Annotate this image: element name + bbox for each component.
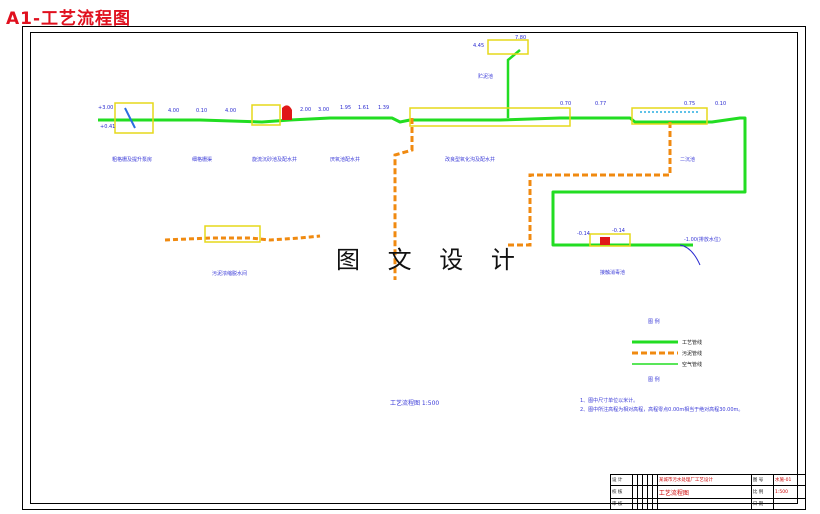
disinfection-red [600, 237, 610, 245]
elev-13: 0.75 [684, 101, 696, 107]
elev-15: 7.80 [515, 35, 527, 41]
label-oxidation: 改良型氧化沟及配水井 [445, 157, 496, 163]
legend-item-process: 工艺管线 [682, 340, 703, 346]
sludge-line-2 [393, 118, 414, 280]
elev-3: 4.00 [168, 108, 180, 114]
legend-title: 图 例 [648, 319, 660, 325]
title-block-row: 校 核 工艺流程图 比 例 1:500 [609, 485, 806, 499]
title-block-row: 审 核 日 期 [609, 497, 806, 511]
title-block-row: 设 计 某城市污水处理厂工艺设计 图 号 水施-01 [609, 473, 806, 487]
pump-red [282, 105, 292, 120]
label-anaerobic: 厌氧池配水井 [330, 157, 361, 163]
label-secondary: 二沉池 [680, 157, 696, 163]
label-coarse: 粗格栅及提升泵房 [112, 157, 153, 163]
elev-8: 1.95 [340, 105, 352, 111]
note-2: 2、图中所注高程为相对高程，高程零点0.00m相当于绝对高程30.00m。 [580, 407, 744, 413]
secondary-clarifier [631, 107, 708, 125]
note-1: 1、图中尺寸单位以米计。 [580, 398, 639, 404]
label-sludge: 污泥浓缩脱水间 [212, 271, 248, 277]
drawing-frame-outer [22, 26, 806, 510]
elev-6: 2.00 [300, 107, 312, 113]
elev-9: 1.61 [358, 105, 370, 111]
coarse-screen-pump [114, 102, 154, 134]
elev-12: 0.70 [560, 101, 572, 107]
title-block-project: 某城市污水处理厂工艺设计 [656, 473, 752, 487]
contact-tank [589, 233, 631, 247]
accent-blue-1 [124, 107, 136, 129]
elev-1: +3.00 [98, 105, 114, 111]
elev-10: 1.39 [378, 105, 390, 111]
legend-footer: 图 例 [648, 377, 660, 383]
elev-4: 0.10 [196, 108, 208, 114]
sludge-building [204, 225, 261, 243]
elev-5: 4.00 [225, 108, 237, 114]
legend-item-sludge: 污泥管线 [682, 351, 703, 357]
elev-7: 3.00 [318, 107, 330, 113]
elev-16: 4.45 [473, 43, 485, 49]
elev-18: -0.14 [612, 228, 625, 234]
legend-item-air: 空气管线 [682, 362, 703, 368]
discharge-curve [679, 244, 701, 266]
elev-11: 0.77 [595, 101, 607, 107]
drawing-scale-title: 工艺流程图 1:500 [390, 400, 440, 407]
title-block-scale: 1:500 [773, 485, 806, 499]
sludge-line-1 [508, 122, 672, 247]
elev-17: -0.14 [577, 231, 590, 237]
blower-house [487, 39, 529, 55]
drawing-frame-inner [30, 32, 798, 504]
label-discharge: -1.00(排放水位) [684, 237, 721, 243]
label-fine: 细格栅渠 [192, 157, 213, 163]
label-thickener: 贮泥池 [478, 74, 494, 80]
grit-chamber [251, 104, 281, 126]
sludge-treatment-line [164, 234, 321, 242]
watermark: 图 文 设 计 [336, 246, 525, 274]
process-line-main [98, 116, 747, 247]
label-grit: 旋流沉砂池及配水井 [252, 157, 298, 163]
oxidation-ditch [409, 107, 571, 127]
title-block: 设 计 某城市污水处理厂工艺设计 图 号 水施-01 校 核 工艺流程图 比 例… [609, 473, 806, 511]
page-title: A1-工艺流程图 [6, 9, 132, 29]
elev-14: 0.10 [715, 101, 727, 107]
title-block-drawing-name: 工艺流程图 [656, 485, 752, 499]
title-block-drawing-no: 水施-01 [773, 473, 806, 487]
elev-2: +0.41 [100, 124, 116, 130]
label-contact: 接触消毒池 [600, 270, 626, 276]
